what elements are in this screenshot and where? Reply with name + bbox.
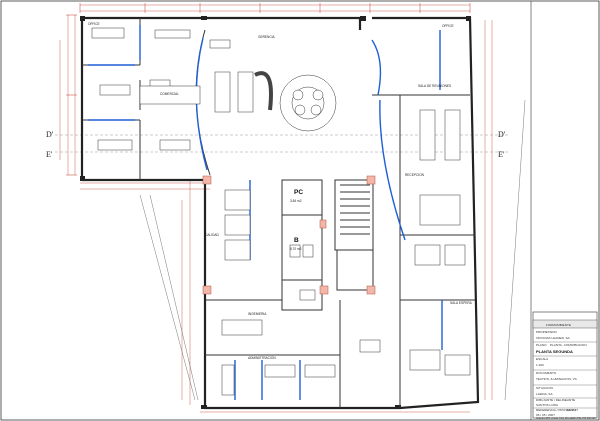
room-label-sala-reuniones: SALA DE REUNIONES <box>418 84 451 88</box>
title-client: OFICINAS LEADER, SA <box>536 336 571 340</box>
room-label-b: B <box>294 237 299 244</box>
title-plan-sub: PLANTA - DISTRIBUCION <box>550 343 587 347</box>
axis-lines <box>55 134 510 153</box>
title-scale-label: ESCALA <box>536 357 549 361</box>
title-drafter-label: DIBUJANTE / DELINEANTE <box>536 398 575 402</box>
axis-label-d-left: D' <box>46 130 54 139</box>
room-label-recepcion: RECEPCION <box>405 173 425 177</box>
title-doc-label: DOCUMENTO <box>536 371 557 375</box>
interior-partitions <box>82 18 475 408</box>
title-scale: 1:100 <box>536 363 544 367</box>
room-label-pc: PC <box>294 189 303 196</box>
dimension-ticks <box>66 3 471 176</box>
room-label-administracion: ADMINISTRACION <box>248 356 276 360</box>
axis-label-e-right: E' <box>498 150 505 159</box>
room-label-sala-espera: SALA ESPERA <box>450 301 473 305</box>
title-ref: 2,822,97 <box>566 408 578 412</box>
title-plan-label: PLANO <box>536 343 547 347</box>
room-area-b: 8.70 m2 <box>290 247 302 251</box>
wall-hatches <box>80 16 471 409</box>
structural-columns <box>202 175 376 295</box>
room-label-calidad: CALIDAD <box>205 233 220 237</box>
room-label-office-right: OFFICE <box>442 24 454 28</box>
diagonal-bracing <box>139 99 526 401</box>
title-block <box>532 311 598 419</box>
room-label-ingenieria: INGENIERIA <box>248 312 267 316</box>
exterior-walls <box>80 16 480 410</box>
title-ref-label: REFERENCIA / PROYECTO <box>536 408 576 412</box>
title-city: LLEIDA, SA <box>536 392 553 396</box>
room-label-comercial: COMERCIAL <box>160 92 179 96</box>
title-date: 06 / 05 / 2007 <box>536 413 555 417</box>
room-label-office-left: OFFICE <box>88 22 100 26</box>
room-area-pc: 3.84 m2 <box>290 199 302 203</box>
room-label-gerencia: GERENCIA <box>258 35 276 39</box>
glass-partitions <box>88 25 443 400</box>
title-drafter: SANTOS LORA <box>536 403 559 407</box>
title-footer: CALLE ALTO VALLE N 15, 25 LLEIDA TEL 973… <box>536 417 596 420</box>
axis-label-e-left: E' <box>46 150 53 159</box>
title-company: FORMAMBIENTE <box>546 323 571 327</box>
title-city-label: SITUACION <box>536 386 553 390</box>
furniture <box>91 27 471 396</box>
title-client-label: PROPIETARIO <box>536 330 558 334</box>
title-plan-title: PLANTA SEGUNDA <box>536 349 573 354</box>
title-doc: TECHOS, ILUMINACION, VS <box>536 377 577 381</box>
axis-label-d-right: D' <box>498 130 506 139</box>
